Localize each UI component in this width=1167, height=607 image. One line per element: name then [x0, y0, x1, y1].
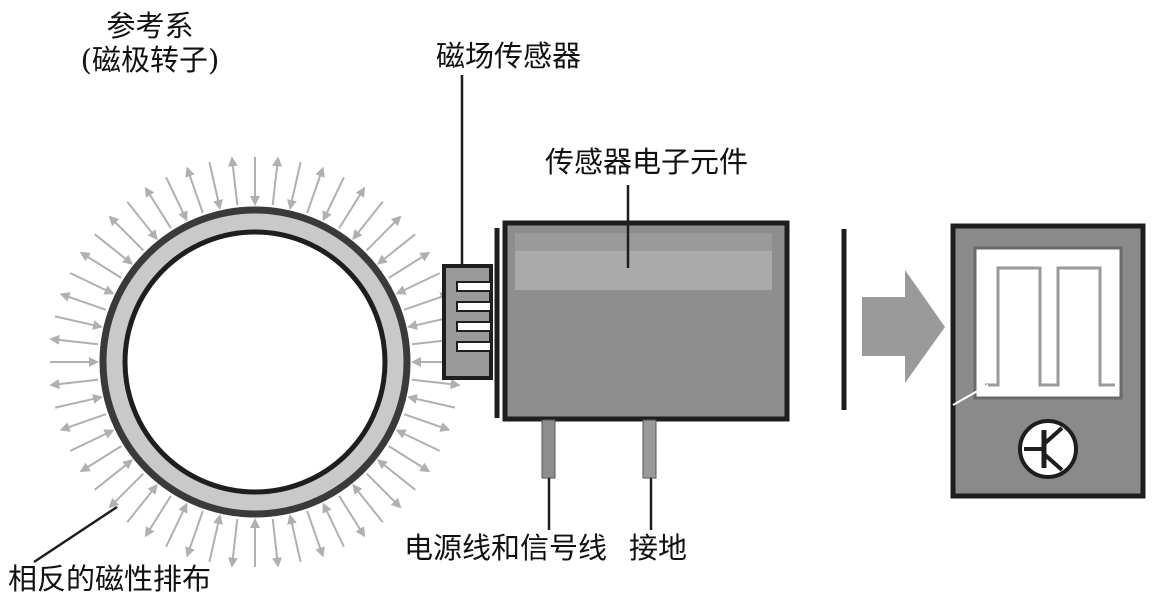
ground-label: 接地 [629, 531, 688, 565]
field-arrow [69, 429, 115, 452]
pole-rotor-label: (磁极转子) [80, 43, 220, 77]
field-arrow [365, 472, 402, 509]
magnetic-field-sensor [442, 264, 493, 380]
field-arrow [352, 201, 384, 241]
field-arrow [54, 315, 103, 330]
field-arrow [338, 495, 366, 538]
field-arrow [208, 514, 223, 563]
electronics-highlight-band [515, 250, 772, 290]
leader-opposite-magnetism [33, 505, 118, 564]
field-arrow [94, 459, 134, 491]
field-arrow [376, 459, 416, 491]
field-arrow [69, 272, 115, 295]
field-arrow [79, 251, 122, 279]
field-arrow [185, 510, 204, 558]
device-side-lines [952, 384, 989, 406]
field-arrow [306, 510, 325, 558]
right-arrow-icon [862, 270, 945, 383]
field-arrow [388, 251, 431, 279]
field-arrow [271, 518, 283, 568]
field-arrow [79, 445, 122, 473]
field-arrow [227, 518, 239, 568]
field-arrow [388, 445, 431, 473]
power-signal-label: 电源线和信号线 [404, 531, 608, 565]
power-signal-wire [541, 419, 556, 479]
field-arrow [403, 413, 451, 432]
field-arrow [287, 161, 302, 210]
field-arrow [54, 394, 103, 409]
sensor-electronics-box [502, 220, 790, 422]
field-arrow [352, 483, 384, 523]
rotor-inner-hole [122, 229, 388, 495]
opposite-magnetism-label: 相反的磁性排布 [8, 562, 212, 596]
field-arrow [94, 233, 134, 265]
field-arrow [306, 166, 325, 214]
reference-frame-label: 参考系 [106, 9, 194, 43]
sensor-pin [456, 341, 492, 352]
field-arrow [208, 161, 223, 210]
field-arrow [287, 514, 302, 563]
field-arrow [227, 156, 239, 206]
sensor-pin [456, 281, 492, 292]
transistor-icon [1018, 419, 1078, 479]
field-arrow [395, 429, 441, 452]
field-arrow [126, 483, 158, 523]
field-arrow [376, 233, 416, 265]
field-arrow [165, 502, 188, 548]
square-wave-signal [985, 266, 1115, 387]
sensor-pin [456, 301, 492, 312]
field-arrow [144, 186, 172, 229]
ground-wire [642, 419, 657, 479]
field-arrow [108, 472, 145, 509]
sensor-pin [456, 321, 492, 332]
magnetic-sensor-label: 磁场传感器 [436, 39, 582, 73]
field-arrow [144, 495, 172, 538]
field-arrow [395, 272, 441, 295]
pole-rotor [99, 206, 411, 518]
field-arrow [407, 394, 456, 409]
field-arrow [322, 176, 345, 222]
field-arrow [108, 215, 145, 252]
output-device [950, 223, 1146, 499]
field-arrow [322, 502, 345, 548]
field-arrow [338, 186, 366, 229]
electronics-top-band [515, 233, 772, 251]
field-arrow [365, 215, 402, 252]
field-arrow [126, 201, 158, 241]
field-arrow [411, 378, 461, 390]
leader-lines [33, 75, 653, 564]
sensor-electronics-label: 传感器电子元件 [545, 145, 749, 179]
field-arrow [271, 156, 283, 206]
field-arrow [165, 176, 188, 222]
field-arrow [59, 413, 107, 432]
field-arrow [49, 378, 99, 390]
field-arrow [185, 166, 204, 214]
field-arrow [49, 334, 99, 346]
field-arrow [59, 292, 107, 311]
magnetic-field-arrows [49, 156, 461, 568]
field-arrow [403, 292, 451, 311]
wires [541, 419, 657, 479]
